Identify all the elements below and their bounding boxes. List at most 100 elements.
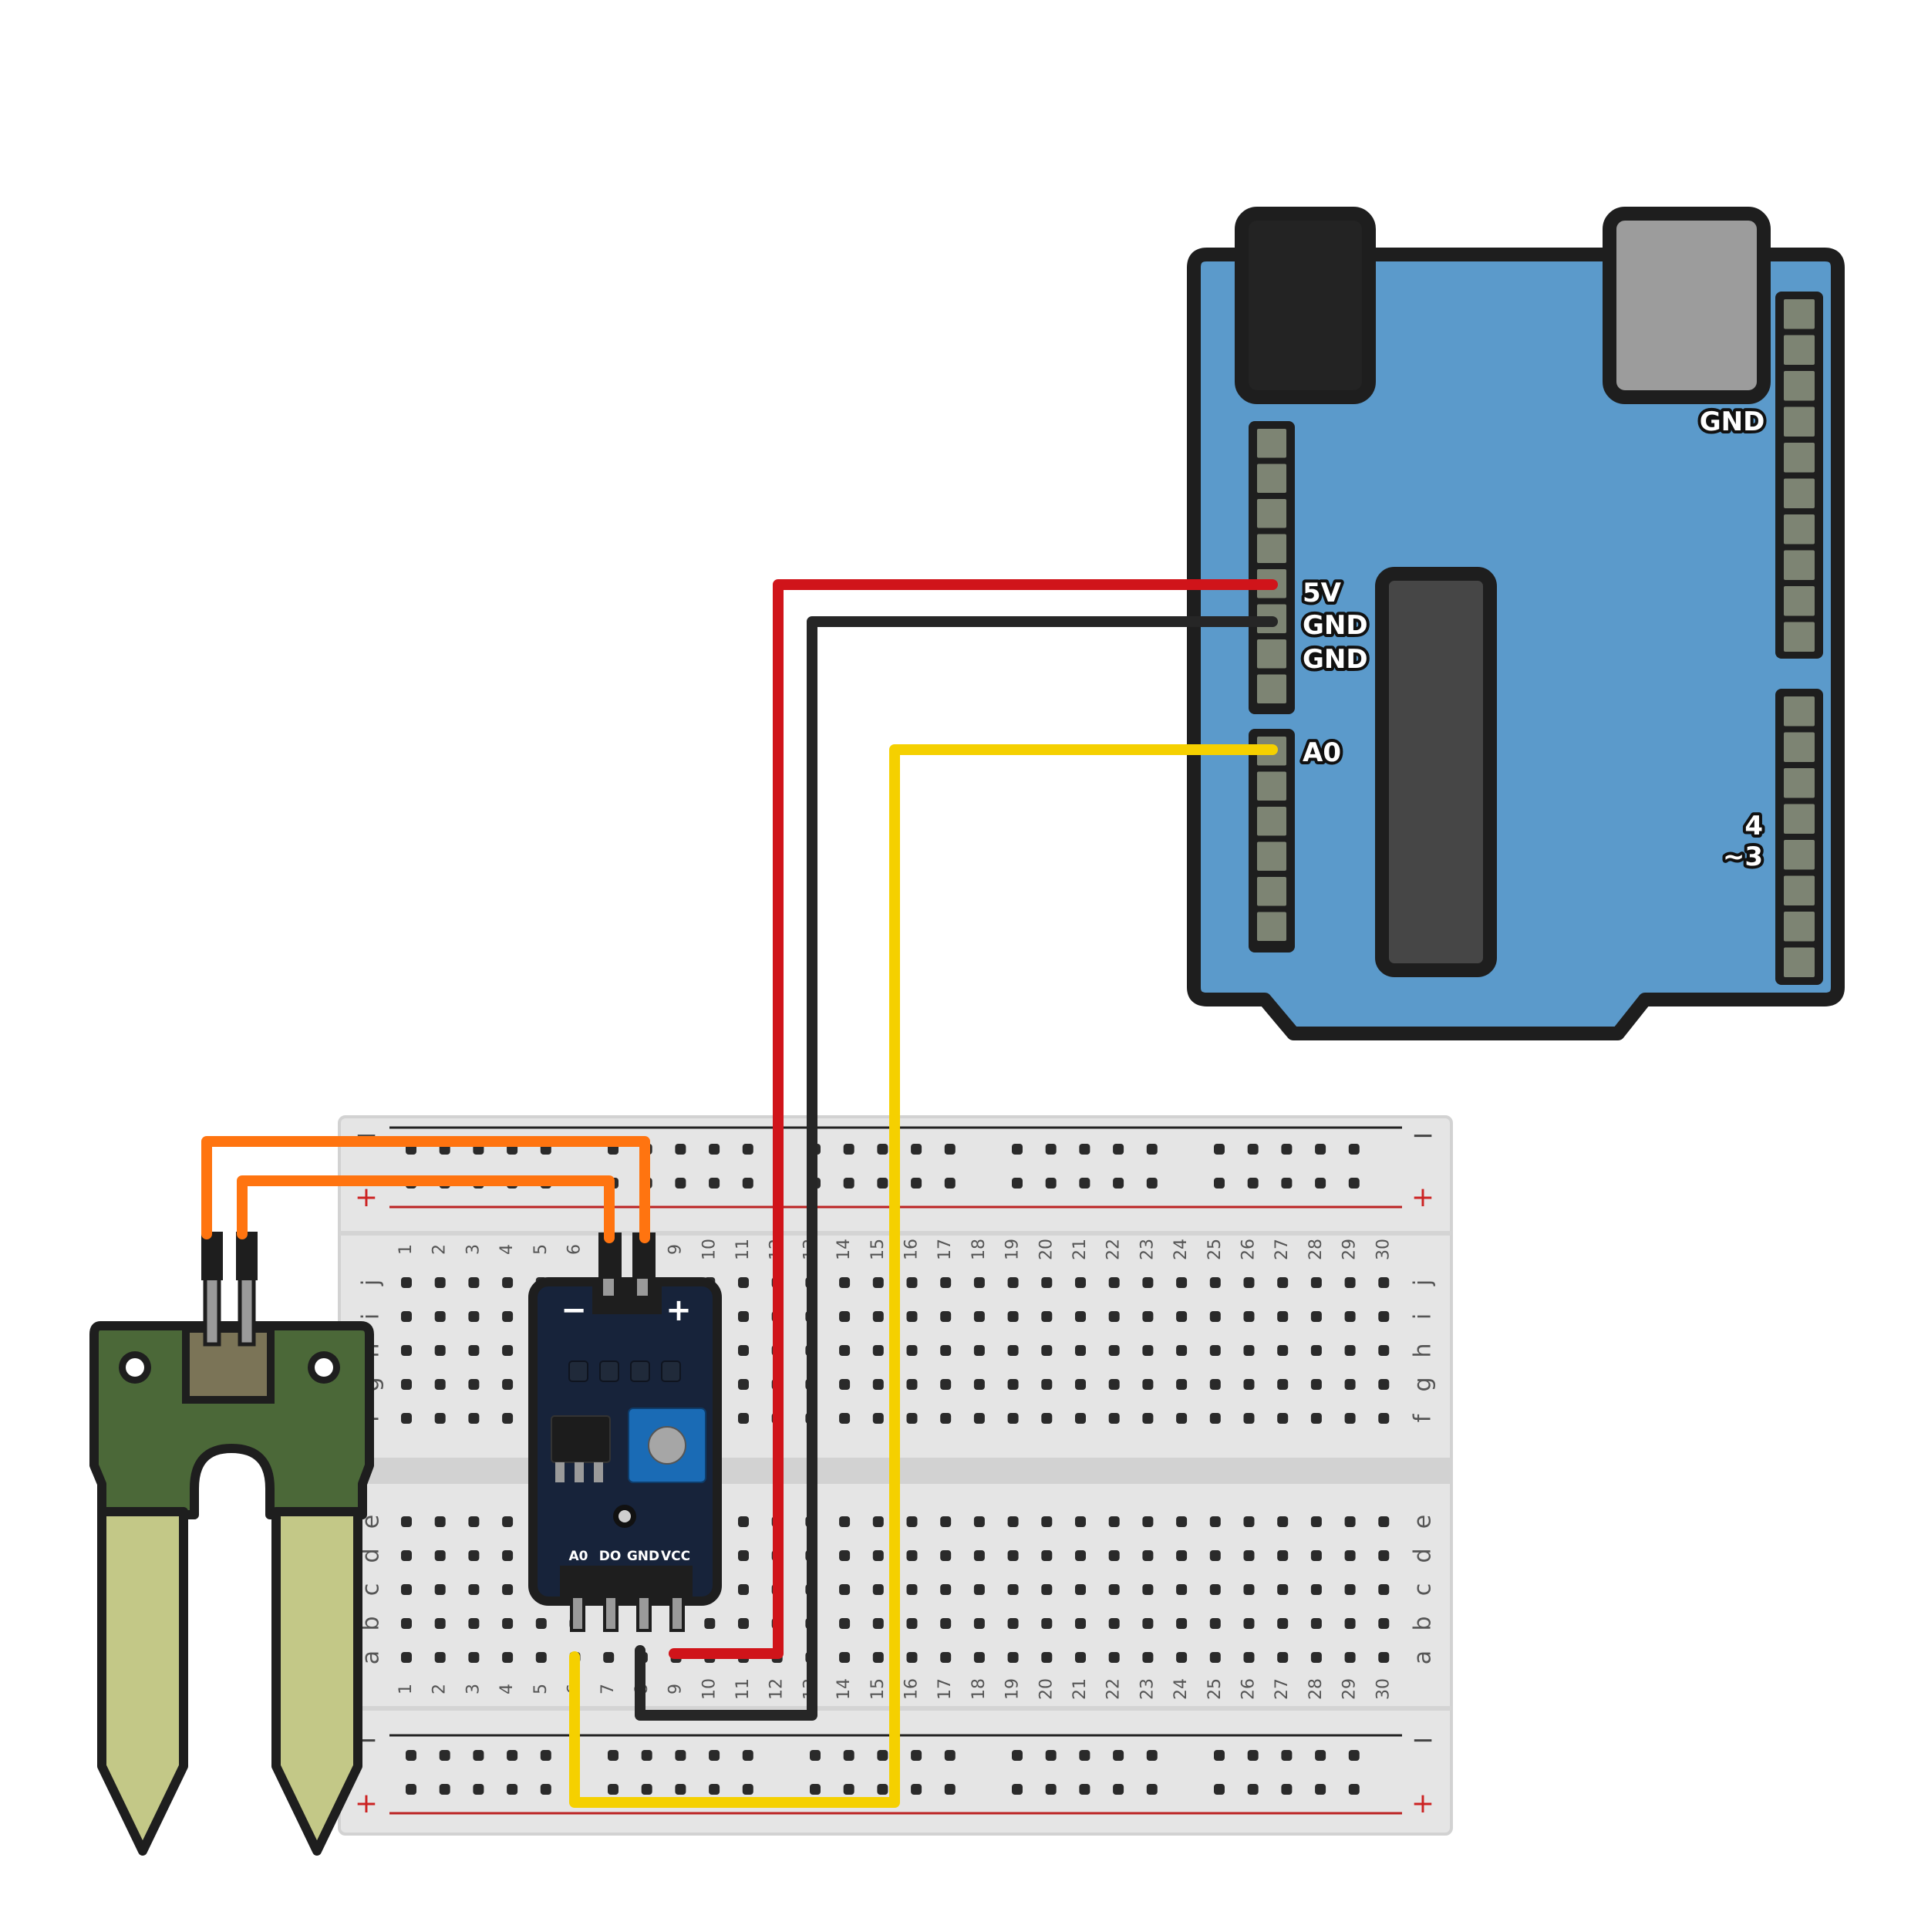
breadboard-hole [843,1750,854,1761]
wires [201,579,1278,1808]
module-led-3 [630,1360,650,1382]
breadboard-hole [1041,1345,1053,1356]
breadboard-hole [839,1345,851,1356]
breadboard-hole [1378,1413,1390,1424]
header-pin [1257,877,1286,906]
header-pin [1784,478,1815,508]
breadboard-hole [1214,1144,1225,1155]
breadboard-hole [906,1652,918,1663]
breadboard-hole [1176,1413,1188,1424]
breadboard-hole [1344,1379,1356,1390]
breadboard-hole [872,1618,884,1629]
pin-label-gnd-1: GND [1303,610,1368,641]
breadboard-hole [843,1144,854,1155]
column-number-label: 19 [1003,1239,1023,1260]
column-number-label: 26 [1239,1239,1259,1260]
breadboard-hole [1310,1618,1322,1629]
column-number-label: 29 [1340,1678,1360,1700]
breadboard-hole [434,1516,446,1527]
breadboard-hole [1108,1584,1120,1595]
breadboard-hole [1075,1311,1086,1322]
breadboard-hole [401,1311,412,1322]
breadboard-hole [434,1277,446,1288]
breadboard-hole [1041,1516,1053,1527]
breadboard-hole [1209,1345,1221,1356]
breadboard-hole [608,1750,619,1761]
breadboard-hole [1108,1379,1120,1390]
breadboard-hole [535,1618,547,1629]
breadboard-hole [839,1311,851,1322]
column-number-label: 18 [969,1239,989,1260]
breadboard-hole [502,1413,514,1424]
breadboard-hole [1348,1144,1360,1155]
breadboard-hole [872,1311,884,1322]
column-number-label: 18 [969,1678,989,1700]
breadboard-hole [473,1784,484,1795]
breadboard-hole [940,1345,952,1356]
header-pin [1784,371,1815,401]
breadboard-hole [1310,1652,1322,1663]
header-pin [1257,841,1286,871]
breadboard-hole [401,1379,412,1390]
breadboard-hole [1281,1784,1293,1795]
breadboard-hole [1348,1178,1360,1189]
breadboard-hole [1344,1413,1356,1424]
breadboard-hole [1315,1750,1326,1761]
breadboard-hole [1007,1584,1019,1595]
breadboard-hole [1277,1311,1289,1322]
breadboard-hole [1310,1379,1322,1390]
breadboard-hole [675,1144,686,1155]
pin-label-gnd-top: GND [1700,406,1765,437]
breadboard-hole [1281,1144,1293,1155]
column-number-label: 25 [1205,1678,1225,1700]
breadboard-hole [502,1584,514,1595]
breadboard-hole [1209,1618,1221,1629]
column-number-label: 16 [902,1678,922,1700]
breadboard-hole [1209,1516,1221,1527]
probe-pin-header-left [201,1232,223,1280]
breadboard-hole [1344,1584,1356,1595]
breadboard-hole [973,1584,985,1595]
breadboard-hole [1277,1584,1289,1595]
breadboard-hole [401,1618,412,1629]
breadboard-hole [502,1652,514,1663]
potentiometer-knob [648,1426,686,1465]
microcontroller-chip [1375,567,1497,977]
header-pin [1784,804,1815,834]
breadboard-hole [1243,1311,1255,1322]
breadboard-hole [839,1277,851,1288]
breadboard-hole [738,1311,749,1322]
breadboard-hole [940,1413,952,1424]
breadboard-hole [704,1618,716,1629]
breadboard-hole [1176,1618,1188,1629]
header-pin [1257,499,1286,528]
breadboard-hole [1176,1345,1188,1356]
header-pin [1784,622,1815,652]
breadboard-hole [401,1584,412,1595]
breadboard-hole [1079,1750,1090,1761]
breadboard-hole [911,1784,922,1795]
breadboard-hole [1243,1379,1255,1390]
breadboard-hole [1214,1750,1225,1761]
breadboard-hole [1041,1379,1053,1390]
column-number-label: 4 [497,1684,517,1694]
column-number-label: 21 [1070,1678,1090,1700]
breadboard-hole [1209,1311,1221,1322]
breadboard-hole [1007,1652,1019,1663]
breadboard-hole [1075,1379,1086,1390]
breadboard-hole [872,1516,884,1527]
breadboard-hole [709,1750,720,1761]
breadboard-hole [940,1618,952,1629]
breadboard-hole [877,1178,888,1189]
column-number-label: 2 [430,1244,450,1255]
breadboard-hole [839,1516,851,1527]
module-pin-label-a0: A0 [569,1549,588,1564]
breadboard-hole [1344,1516,1356,1527]
breadboard-hole [1012,1178,1023,1189]
breadboard-hole [877,1784,888,1795]
breadboard-hole [1243,1413,1255,1424]
header-pin [1784,443,1815,473]
row-letter-label: d [358,1548,385,1563]
breadboard-hole [1041,1652,1053,1663]
module-pin-label-do: DO [599,1549,622,1564]
